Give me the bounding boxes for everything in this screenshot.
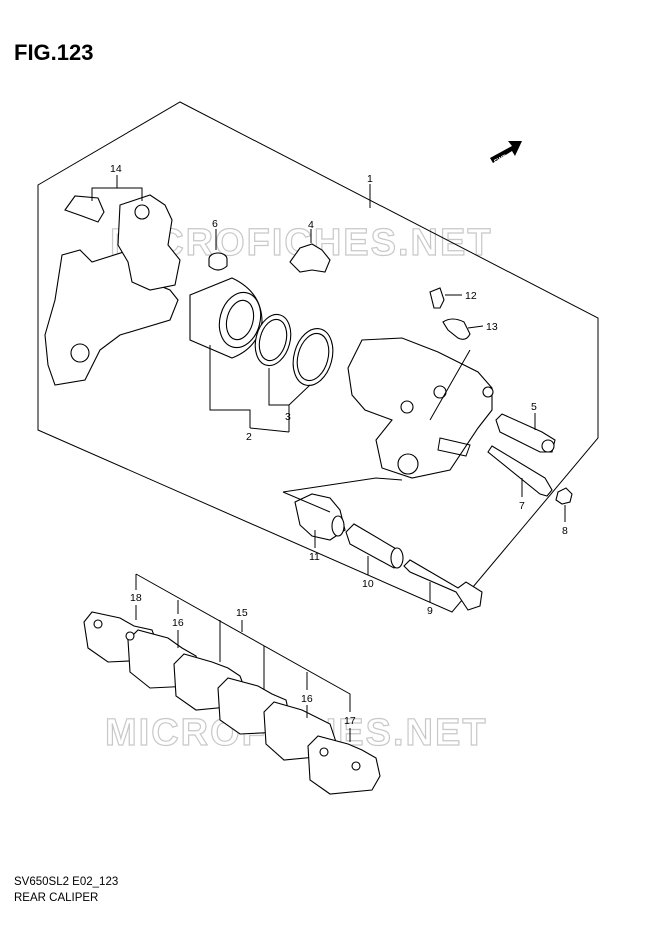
- callout-3: 3: [285, 411, 291, 423]
- sleeve-part: [345, 523, 404, 569]
- pad-spring-part: [289, 243, 331, 273]
- fwd-arrow-icon: FWD: [490, 141, 522, 166]
- bleeder-cap-part: [442, 318, 471, 340]
- assembly-boundary: [37, 101, 599, 613]
- callout-18: 18: [130, 592, 142, 604]
- callout-1: 1: [367, 173, 373, 185]
- figure-code: SV650SL2 E02_123: [14, 876, 119, 888]
- callout-4: 4: [308, 219, 314, 231]
- plug-part: [555, 487, 573, 505]
- brake-pads-group: [83, 611, 381, 795]
- callout-11: 11: [309, 551, 320, 563]
- callout-16-lower: 16: [301, 693, 313, 705]
- bolt-part: [403, 559, 483, 611]
- callout-17: 17: [344, 715, 356, 727]
- boot-part: [294, 493, 346, 541]
- callout-13: 13: [486, 321, 498, 333]
- callout-12: 12: [465, 290, 477, 302]
- pad-pin-part: [495, 413, 556, 453]
- callout-6: 6: [212, 218, 218, 230]
- cap-part: [208, 252, 228, 271]
- figure-name: REAR CALIPER: [14, 892, 99, 904]
- callout-14: 14: [110, 163, 122, 175]
- callout-16-upper: 16: [172, 617, 184, 629]
- slide-pin-part: [487, 445, 553, 497]
- callout-8: 8: [562, 525, 568, 537]
- callout-5: 5: [531, 401, 537, 413]
- piston-part: [189, 277, 263, 359]
- callout-10: 10: [362, 578, 374, 590]
- callout-7: 7: [519, 500, 525, 512]
- callout-15: 15: [236, 607, 248, 619]
- piston-seal-part: [254, 313, 334, 386]
- caliper-bracket-part: [44, 194, 181, 386]
- callout-9: 9: [427, 605, 433, 617]
- bleeder-screw-part: [429, 287, 445, 309]
- callout-2: 2: [246, 431, 252, 443]
- figure-title: FIG.123: [14, 40, 94, 65]
- caliper-body-part: [347, 337, 494, 479]
